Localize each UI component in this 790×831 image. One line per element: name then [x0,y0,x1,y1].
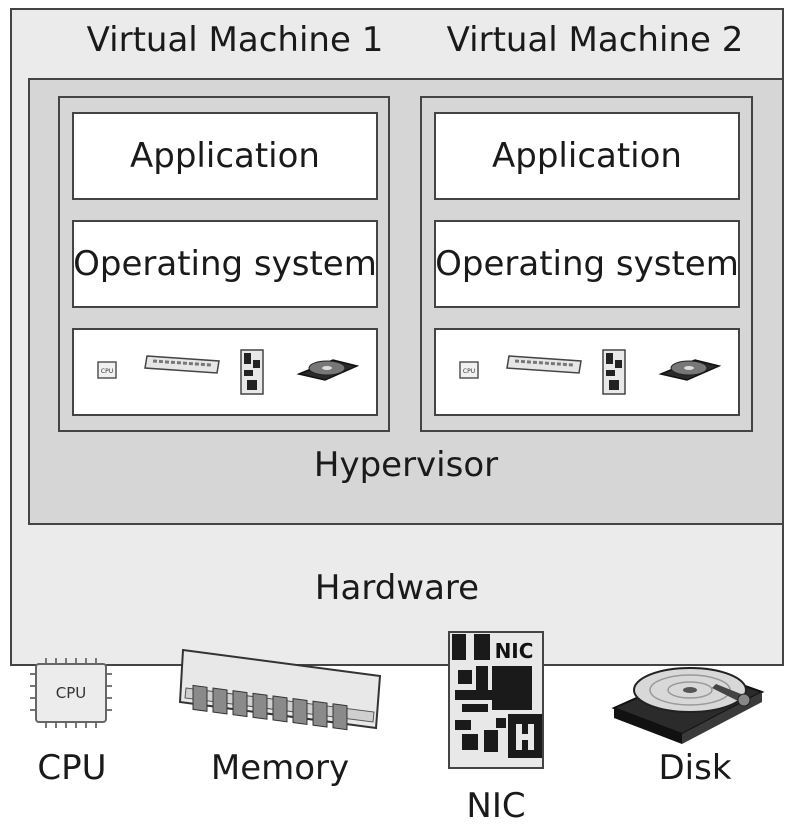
vm1-mini-memory-icon [144,355,220,374]
cpu-label: CPU [37,748,107,788]
vm1-virtual-devices: CPU [97,349,360,395]
vm1-os-layer: Operating system [72,220,378,308]
nic-label: NIC [466,786,526,826]
hypervisor-label: Hypervisor [313,445,499,485]
cpu-chip-text: CPU [56,684,87,702]
memory-icon [178,648,382,731]
cpu-icon: CPU [30,658,112,728]
vm2-mini-memory-icon [506,355,582,374]
nic-card-text: NIC [495,639,534,663]
vm1-mini-disk-icon [296,359,360,381]
vm2-os-layer: Operating system [434,220,740,308]
vm2-virtual-devices: CPU [459,349,722,395]
disk-icon [611,667,765,744]
memory-label: Memory [210,748,350,788]
physical-devices: CPU NIC [30,631,765,769]
vm2-virtual-hardware-layer: CPU [434,328,740,416]
vm1-application-layer: Application [72,112,378,200]
vm2-mini-nic-icon [602,349,626,395]
vm1-virtual-hardware-layer: CPU [72,328,378,416]
vm2-mini-disk-icon [658,359,722,381]
disk-label: Disk [658,748,732,788]
svg-text:CPU: CPU [101,368,113,375]
vm1-mini-nic-icon [240,349,264,395]
vm1-title: Virtual Machine 1 [86,20,384,60]
vm2-application-layer: Application [434,112,740,200]
vm1-mini-cpu-icon: CPU [97,361,117,379]
nic-icon: NIC [448,631,544,769]
svg-text:CPU: CPU [463,368,475,375]
hardware-label: Hardware [314,568,480,608]
vm2-mini-cpu-icon: CPU [459,361,479,379]
vm2-title: Virtual Machine 2 [446,20,744,60]
